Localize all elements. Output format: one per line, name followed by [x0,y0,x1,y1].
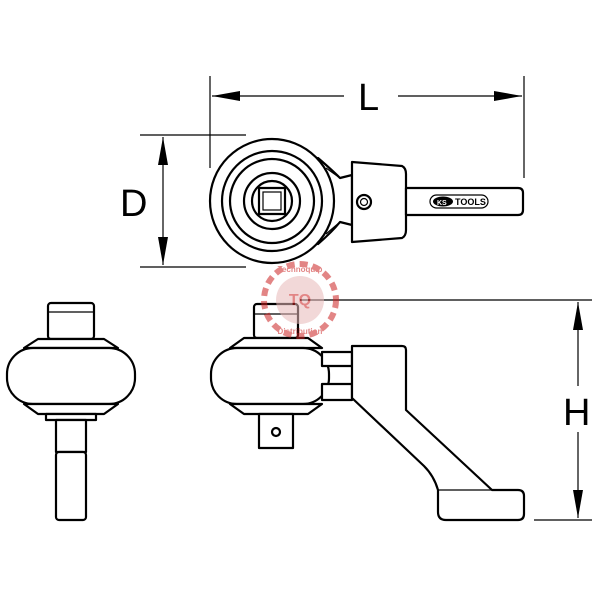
side-top-collar [228,336,324,350]
dimension-h-label: H [563,392,590,434]
dimension-d: D [120,134,246,268]
watermark-bottom-text: Distribution [278,327,323,336]
side-tab-lower [320,382,354,402]
logo-ks-badge [433,196,453,207]
side-bottom-collar [228,402,324,416]
front-handle-shaft [54,450,88,522]
watermark-top-text: Technoquip [278,265,323,274]
dimension-d-label: D [120,183,147,225]
dimension-l-label: L [358,77,379,119]
front-top-collar [22,337,120,350]
collar-screw-inner [359,197,369,207]
logo-frame [429,194,489,209]
head-ring-2 [220,149,324,253]
head-outer-ring [208,137,336,265]
square-drive-socket [257,186,287,216]
front-top-nut [46,301,96,341]
logo-tools-text: TOOLS [455,197,486,207]
front-view [5,301,137,522]
side-drive-ball [270,426,282,438]
dimension-h: H [300,299,596,521]
side-cranked-handle [350,344,526,522]
logo-ks-text: KS [437,200,447,207]
head-ring-4 [242,171,302,231]
side-drive-square [257,412,295,450]
head-neck-inner [325,167,341,235]
collar [350,160,408,244]
dimension-l: L [209,76,525,178]
ks-tools-logo: KS TOOLS [429,194,489,209]
head-ring-3 [228,157,316,245]
side-body [209,346,331,406]
square-drive-inner [262,191,282,211]
front-bottom-collar [22,402,120,416]
collar-screw-outer [355,193,373,211]
top-view: KS TOOLS L D [120,76,525,268]
front-drive-shank [54,418,88,454]
side-view [209,302,526,522]
watermark-seal: TQ Technoquip Distribution [261,261,339,339]
front-body [5,346,137,406]
svg-text:TQ: TQ [289,292,311,309]
side-tab-upper [320,350,354,368]
head-ring-5 [250,179,294,223]
